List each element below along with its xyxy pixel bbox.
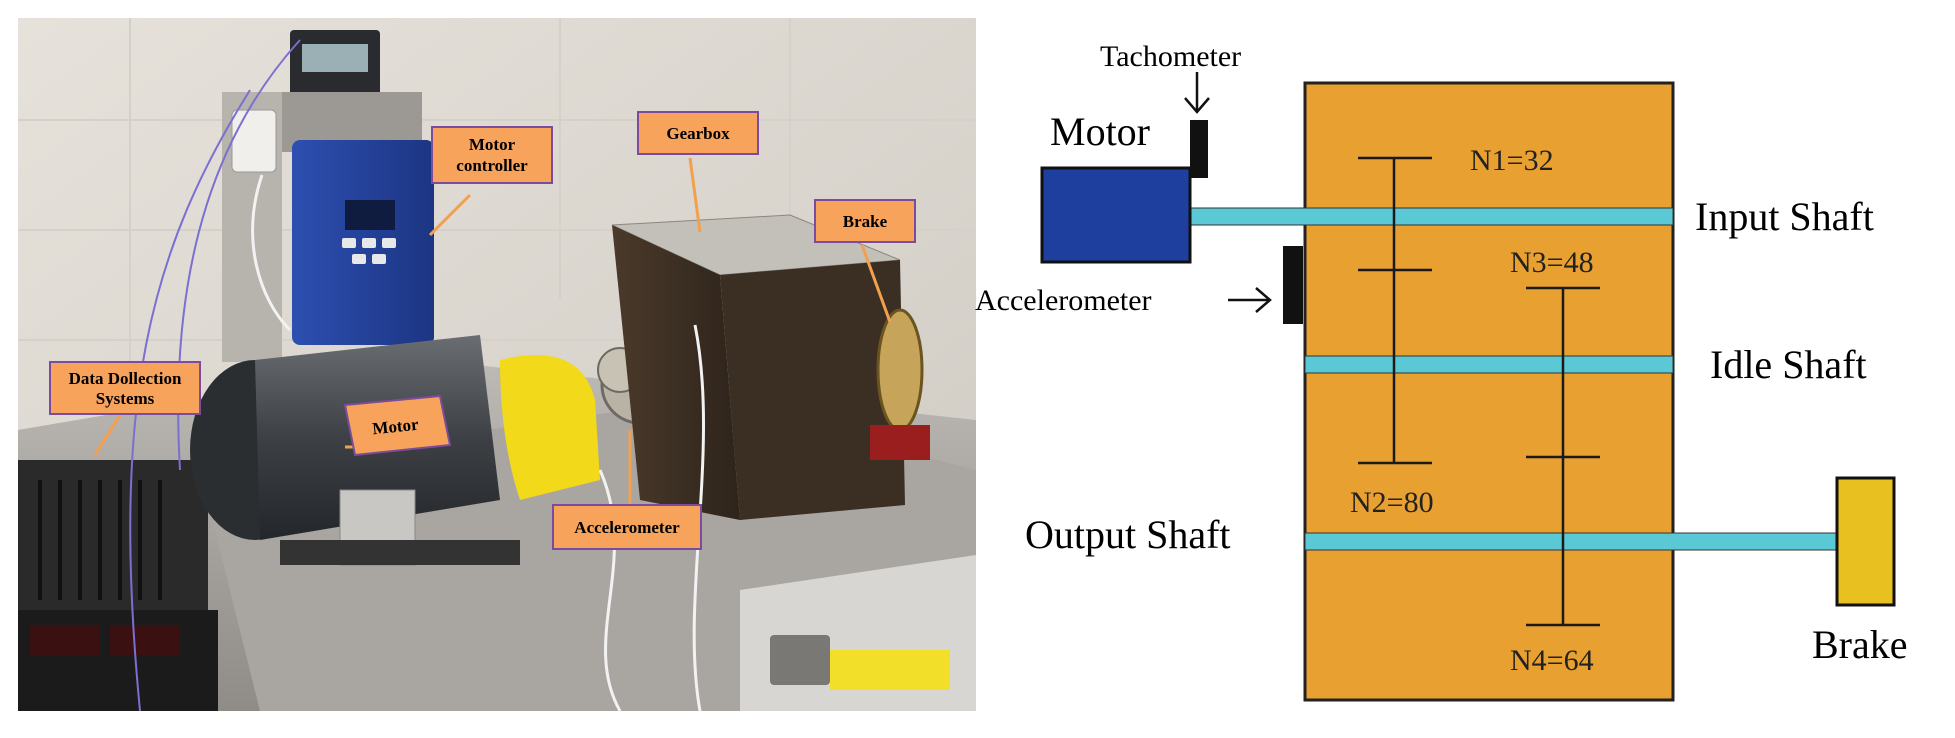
yellow-label	[830, 650, 950, 690]
idle-shaft-label: Idle Shaft	[1710, 342, 1867, 387]
callout-accelerometer-label: Accelerometer	[574, 518, 680, 537]
schematic-brake-label: Brake	[1812, 622, 1908, 667]
gearbox-housing	[1303, 81, 1675, 702]
brake-base	[870, 425, 930, 460]
callout-motor-controller-label-2: controller	[456, 156, 528, 175]
brake-disc	[876, 308, 924, 432]
output-shaft	[1304, 532, 1846, 551]
tachometer-arrow	[1184, 72, 1210, 114]
tachometer-screen	[302, 44, 368, 72]
schematic-brake	[1835, 476, 1896, 607]
gearbox-side	[720, 260, 905, 520]
test-rig-photo: Motor controller Gearbox Brake Data Doll…	[18, 18, 976, 712]
callout-data-collection-label-1: Data Dollection	[69, 369, 182, 388]
callout-motor: Motor	[343, 394, 452, 457]
gear-n3-label: N3=48	[1510, 246, 1594, 279]
motor-base	[280, 540, 520, 565]
schematic-accelerometer-label: Accelerometer	[975, 284, 1152, 317]
gearbox-schematic: N1=32 N3=48 N2=80 N4=64 Motor Tachometer…	[975, 40, 1908, 702]
callout-data-collection: Data Dollection Systems	[49, 361, 201, 415]
gear-lines	[1358, 156, 1600, 627]
callout-motor-controller: Motor controller	[431, 126, 553, 184]
schematic-tachometer-label: Tachometer	[1100, 40, 1241, 73]
callout-motor-controller-label-1: Motor	[469, 135, 516, 154]
output-shaft-label: Output Shaft	[1025, 512, 1231, 557]
callout-gearbox: Gearbox	[637, 111, 759, 155]
gear-n4-label: N4=64	[1510, 644, 1594, 677]
callout-gearbox-label: Gearbox	[666, 124, 730, 143]
gear-n2-label: N2=80	[1350, 486, 1434, 519]
callout-accelerometer: Accelerometer	[552, 504, 702, 550]
input-shaft	[1189, 207, 1674, 226]
controller-buttons	[342, 238, 396, 264]
data-collection-device	[18, 460, 208, 610]
idle-shaft	[1304, 355, 1674, 374]
callout-brake-label: Brake	[843, 212, 888, 231]
schematic-tachometer	[1190, 120, 1208, 178]
input-shaft-label: Input Shaft	[1695, 194, 1874, 239]
callout-motor-label: Motor	[371, 415, 419, 439]
callout-data-collection-label-2: Systems	[96, 389, 155, 408]
gear-n1-label: N1=32	[1470, 144, 1554, 177]
schematic-motor-label: Motor	[1050, 109, 1150, 154]
controller-display	[345, 200, 395, 230]
gearbox-front	[612, 225, 740, 520]
device-vents	[38, 480, 162, 600]
wall-outlet	[231, 109, 277, 173]
schematic-accelerometer	[1283, 246, 1303, 324]
accelerometer-arrow	[1228, 287, 1272, 313]
coupling-guard	[500, 355, 600, 500]
callout-arrows	[93, 157, 892, 505]
power-supply-display	[30, 625, 100, 655]
schematic-motor	[1040, 166, 1192, 264]
callout-brake: Brake	[814, 199, 916, 243]
power-supply-display-2	[110, 625, 180, 655]
fan-grill	[770, 635, 830, 685]
